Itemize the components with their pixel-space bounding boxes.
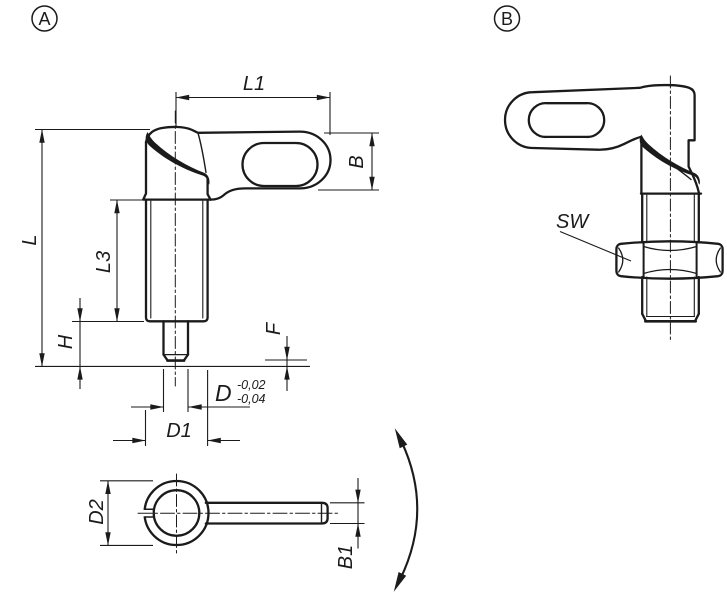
handle-oval-slot-a [241, 141, 319, 188]
dim-l3-label: L3 [93, 251, 115, 273]
rotation-arrow-head-bottom [393, 572, 407, 592]
dim-l-label: L [19, 234, 41, 245]
cam-surface-b [639, 134, 700, 185]
dim-d-tol-lower: -0,04 [237, 392, 266, 406]
dim-d1-label: D1 [166, 420, 192, 442]
hex-nut-face-edges [642, 242, 698, 278]
view-b-badge-label: B [501, 9, 513, 29]
thread-lines-neck-b [646, 194, 695, 244]
cam-sleeve-right-edge-a [206, 177, 212, 201]
dimensions-top-view [100, 478, 365, 549]
view-a-badge-label: A [38, 9, 50, 29]
rotation-arrow-head-top [394, 428, 408, 449]
threaded-body-a [144, 198, 209, 323]
threaded-shaft-b [641, 275, 700, 315]
rotation-arrow [393, 428, 419, 592]
rotation-arrow-arc [399, 441, 419, 579]
locking-pin-a [162, 320, 190, 356]
dim-h-label: H [55, 334, 77, 349]
view-b-badge-circle [493, 5, 521, 32]
cam-lever-handle-b [503, 83, 700, 194]
plunger-front-view [142, 110, 332, 387]
dim-l1-label: L1 [243, 73, 265, 95]
dim-d-tol-upper: -0,02 [237, 378, 266, 392]
dim-d-ext-lines [162, 369, 189, 412]
dim-d-label: D [215, 380, 232, 406]
view-b-badge: B [493, 5, 521, 32]
dim-b-label: B [346, 155, 368, 168]
hex-nut-chamfer-arcs [617, 245, 722, 275]
plunger-side-view [503, 75, 724, 341]
dim-sw-label: SW [556, 211, 590, 233]
handle-oval-slot-b [527, 102, 606, 139]
sw-leader-line [559, 230, 632, 262]
cam-slot-edge-b [643, 140, 692, 181]
view-a-badge: A [31, 5, 58, 32]
plunger-top-view [137, 473, 339, 554]
pin-chamfer-edges-a [162, 353, 190, 362]
dimensions-view-a [35, 92, 379, 446]
dim-d2-label: D2 [86, 499, 108, 525]
dim-f-label: F [263, 321, 285, 335]
cam-sleeve-a [142, 140, 212, 201]
cam-surface-a [145, 132, 210, 185]
cam-slot-edge-a [197, 132, 207, 174]
thread-lines-shaft-b [646, 276, 695, 318]
ring-slit-lines [143, 508, 155, 518]
view-a-badge-circle [31, 5, 58, 32]
threaded-neck-b [641, 192, 700, 244]
shaft-end-chamfer-b [641, 312, 700, 322]
hex-nut [615, 240, 724, 280]
cam-lever-handle-a [144, 125, 332, 201]
dim-b1-label: B1 [335, 545, 357, 569]
